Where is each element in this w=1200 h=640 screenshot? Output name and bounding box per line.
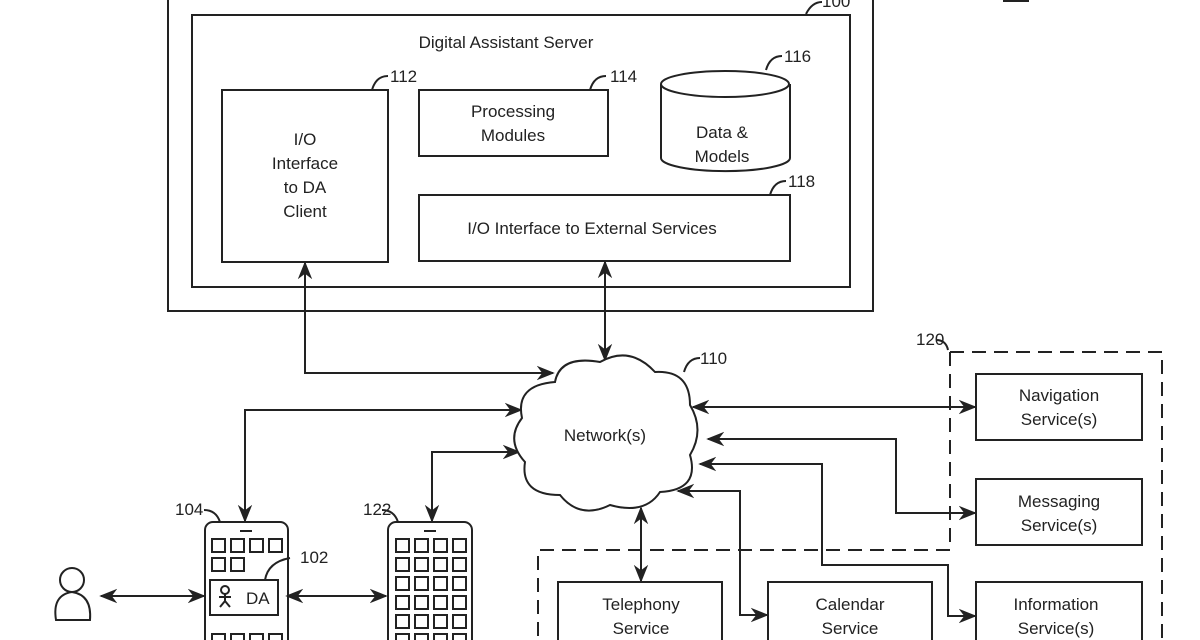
app-icon[interactable] [230,633,245,640]
app-icon[interactable] [433,614,448,629]
io-client-line: Interface [272,154,338,173]
telephony-service-box[interactable] [557,581,723,640]
messaging-line: Service(s) [1021,516,1098,535]
connector-client-network [297,261,555,381]
app-icon[interactable] [211,557,226,572]
navigation-line: Navigation [1019,386,1099,405]
io-client-line: Client [283,202,327,221]
messaging-service-box[interactable] [975,478,1143,546]
telephony-line: Telephony [602,595,680,614]
app-icon[interactable] [452,595,467,610]
figure-mark [1003,0,1029,2]
processing-line: Processing [471,102,555,121]
connector-calendar [676,483,769,623]
app-icon[interactable] [452,633,467,640]
app-icon[interactable] [452,576,467,591]
app-icon[interactable] [433,633,448,640]
app-icon[interactable] [230,538,245,553]
navigation-line: Service(s) [1021,410,1098,429]
information-line: Information [1013,595,1098,614]
app-icon[interactable] [414,595,429,610]
user-icon [54,567,92,621]
app-icon[interactable] [414,538,429,553]
app-icon[interactable] [230,557,245,572]
device-122[interactable] [387,521,473,640]
ref-122: 122 [363,500,391,519]
ref-114: 114 [610,67,637,86]
connector-network-122 [424,444,521,523]
app-icon[interactable] [268,538,283,553]
ref-110: 110 [700,349,727,368]
app-icon[interactable] [395,595,410,610]
ref-104: 104 [175,500,203,519]
data-models-cylinder [660,70,791,173]
da-label: DA [246,589,270,608]
calendar-line: Calendar [816,595,885,614]
app-icon[interactable] [452,557,467,572]
app-icon[interactable] [414,576,429,591]
io-client-line: to DA [284,178,327,197]
app-icon[interactable] [395,538,410,553]
processing-modules-box [418,89,609,157]
app-icon[interactable] [414,614,429,629]
app-icon[interactable] [395,576,410,591]
navigation-service-box[interactable] [975,373,1143,441]
app-icon[interactable] [433,557,448,572]
telephony-line: Service [613,619,670,638]
messaging-line: Messaging [1018,492,1100,511]
calendar-service-box[interactable] [767,581,933,640]
app-icon[interactable] [211,538,226,553]
ref-116: 116 [784,47,811,66]
app-icon[interactable] [249,538,264,553]
connector-information [698,456,977,624]
assistant-person-icon [219,585,231,608]
network-label: Network(s) [564,426,646,445]
ref-120: 120 [916,330,944,349]
processing-line: Modules [481,126,545,145]
network-cloud [513,354,699,512]
calendar-line: Service [822,619,879,638]
information-service-box[interactable] [975,581,1143,640]
io-client-box [221,89,389,263]
app-icon[interactable] [414,633,429,640]
ref-112: 112 [390,67,417,86]
connector-messaging [706,431,977,521]
app-icon[interactable] [395,614,410,629]
ref-100: 100 [822,0,850,11]
ref-102: 102 [300,548,328,567]
app-icon[interactable] [211,633,226,640]
app-icon[interactable] [452,538,467,553]
app-icon[interactable] [433,595,448,610]
app-icon[interactable] [268,633,283,640]
app-icon[interactable] [414,557,429,572]
app-icon[interactable] [249,633,264,640]
io-client-line: I/O [294,130,317,149]
data-line: Models [695,147,750,166]
data-line: Data & [696,123,749,142]
app-icon[interactable] [452,614,467,629]
app-icon[interactable] [395,557,410,572]
app-icon[interactable] [433,538,448,553]
da-server-title: Digital Assistant Server [419,33,594,52]
connector-network-104 [237,402,523,523]
io-external-box [418,194,791,262]
app-icon[interactable] [395,633,410,640]
ref-118: 118 [788,172,815,191]
app-icon[interactable] [433,576,448,591]
information-line: Service(s) [1018,619,1095,638]
io-external-label: I/O Interface to External Services [467,219,716,238]
